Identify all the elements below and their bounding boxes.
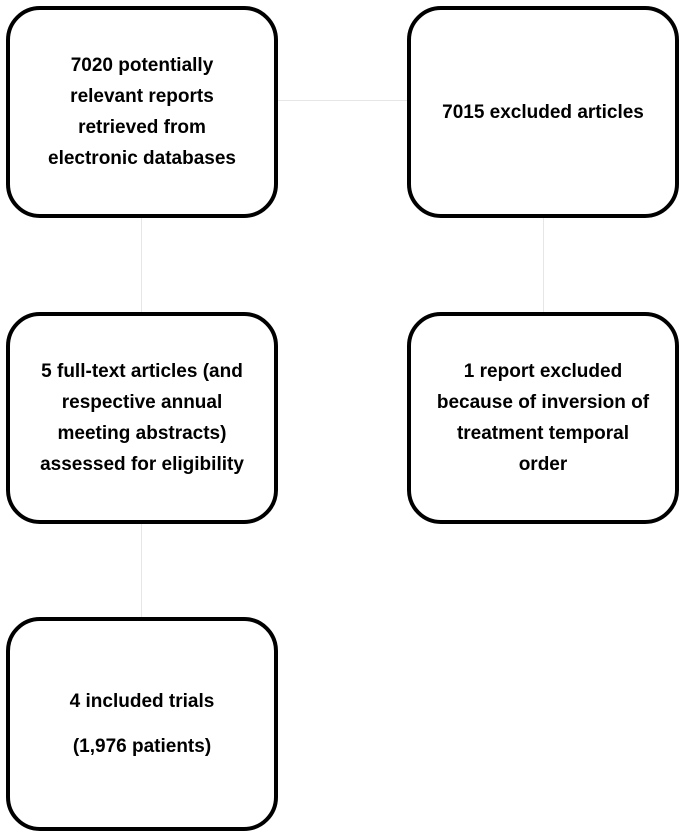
report-excluded-line-4: order [518,454,568,475]
report-excluded-line-2: because of inversion of [436,392,650,413]
records-line-4: electronic databases [48,148,236,169]
included-trials-box: 4 included trials (1,976 patients) [6,617,278,831]
excluded-articles-text: 7015 excluded articles [442,97,644,128]
records-identified-text: 7020 potentially relevant reports retrie… [48,50,236,174]
report-excluded-line-1: 1 report excluded [463,361,623,382]
connector-fulltext-to-included [141,524,142,617]
fulltext-line-4: assessed for eligibility [40,454,244,475]
excluded-articles-box: 7015 excluded articles [407,6,679,218]
fulltext-line-1: 5 full-text articles (and [41,361,243,382]
connector-records-to-excluded [278,100,407,101]
fulltext-assessed-text: 5 full-text articles (and respective ann… [40,356,244,480]
records-line-2: relevant reports [70,86,214,107]
report-excluded-box: 1 report excluded because of inversion o… [407,312,679,524]
excluded-line-1: 7015 excluded articles [442,101,644,123]
connector-excluded-to-report-excluded [543,218,544,312]
fulltext-assessed-box: 5 full-text articles (and respective ann… [6,312,278,524]
included-trials-line-1: 4 included trials [69,691,215,712]
report-excluded-text: 1 report excluded because of inversion o… [437,356,649,480]
fulltext-line-3: meeting abstracts) [57,423,227,444]
fulltext-line-2: respective annual [61,392,223,413]
records-identified-box: 7020 potentially relevant reports retrie… [6,6,278,218]
report-excluded-line-3: treatment temporal [456,423,630,444]
connector-records-to-fulltext [141,218,142,312]
records-line-3: retrieved from [78,117,206,138]
included-trials-line-2: (1,976 patients) [72,736,212,757]
records-line-1: 7020 potentially [70,55,214,76]
